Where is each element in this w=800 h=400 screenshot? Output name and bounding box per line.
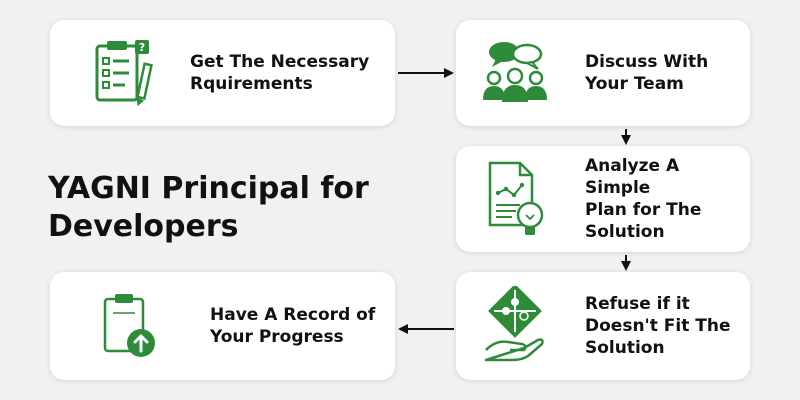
step-label: Get The Necessary Rquirements: [190, 52, 370, 94]
document-lightbulb-icon: [480, 159, 550, 239]
step-label: Have A Record of Your Progress: [210, 305, 376, 347]
diagram-title: YAGNI Principal for Developers: [48, 171, 369, 244]
step-label: Discuss With Your Team: [585, 52, 709, 94]
clipboard-upload-icon: [95, 291, 165, 361]
step-card-refuse: Refuse if it Doesn't Fit The Solution: [456, 272, 750, 380]
step-label: Analyze A Simple Plan for The Solution: [585, 156, 702, 242]
clipboard-checklist-icon: ?: [90, 38, 160, 108]
step-card-analyze: Analyze A Simple Plan for The Solution: [456, 146, 750, 252]
team-discussion-icon: [480, 40, 550, 106]
step-card-record: Have A Record of Your Progress: [50, 272, 395, 380]
puzzle-hand-icon: [480, 286, 550, 366]
svg-text:?: ?: [139, 41, 145, 54]
step-card-requirements: ? Get The Necessary Rquirements: [50, 20, 395, 126]
step-label: Refuse if it Doesn't Fit The Solution: [585, 294, 731, 358]
step-card-discuss: Discuss With Your Team: [456, 20, 750, 126]
